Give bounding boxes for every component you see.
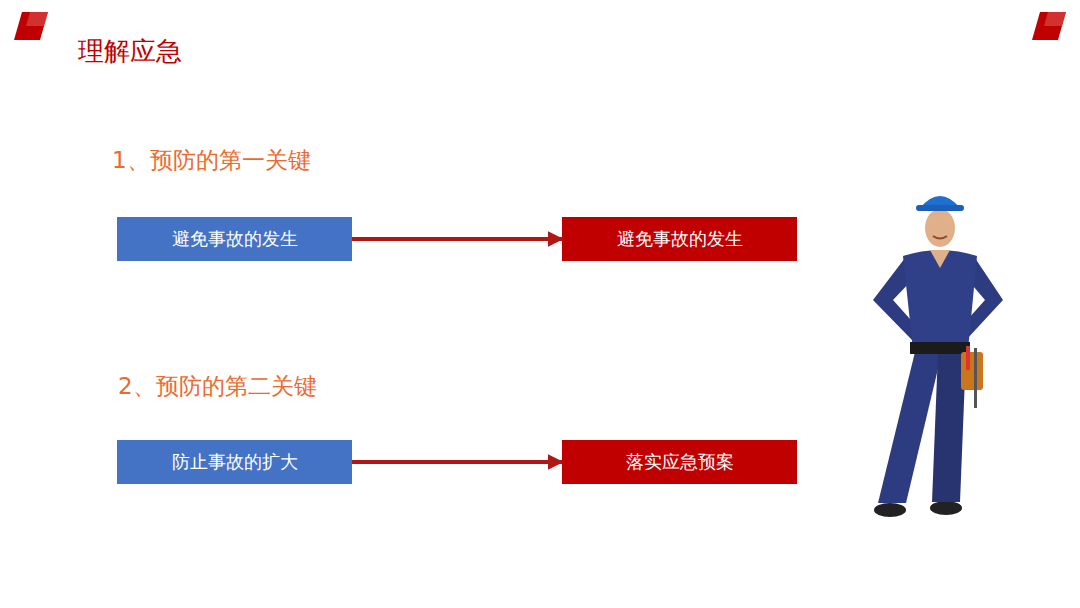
smile [933, 236, 947, 239]
corner-mark [14, 12, 48, 40]
arrow-connector [352, 460, 562, 464]
neck [930, 250, 950, 268]
process-box: 避免事故的发生 [117, 217, 352, 261]
tool-pouch [961, 352, 983, 390]
shoe [930, 501, 962, 515]
arrow-connector [352, 237, 562, 241]
corner-mark [1044, 12, 1066, 26]
corner-mark [1032, 12, 1066, 40]
section-heading: 1、预防的第一关键 [112, 145, 311, 176]
process-box: 防止事故的扩大 [117, 440, 352, 484]
process-box: 避免事故的发生 [562, 217, 797, 261]
box-text: 防止事故的扩大 [172, 450, 298, 474]
corner-mark [26, 12, 48, 26]
box-text: 落实应急预案 [626, 450, 734, 474]
box-text: 避免事故的发生 [172, 227, 298, 251]
leg [932, 352, 966, 502]
shoe [874, 503, 906, 517]
tool [974, 348, 977, 408]
belt [910, 342, 970, 354]
section-heading: 2、预防的第二关键 [118, 371, 317, 402]
torso [903, 250, 977, 350]
tool [966, 346, 970, 370]
process-box: 落实应急预案 [562, 440, 797, 484]
slide-title: 理解应急 [78, 34, 182, 69]
box-text: 避免事故的发生 [617, 227, 743, 251]
leg [878, 352, 942, 503]
face [925, 209, 955, 247]
helmet-brim [916, 205, 964, 211]
